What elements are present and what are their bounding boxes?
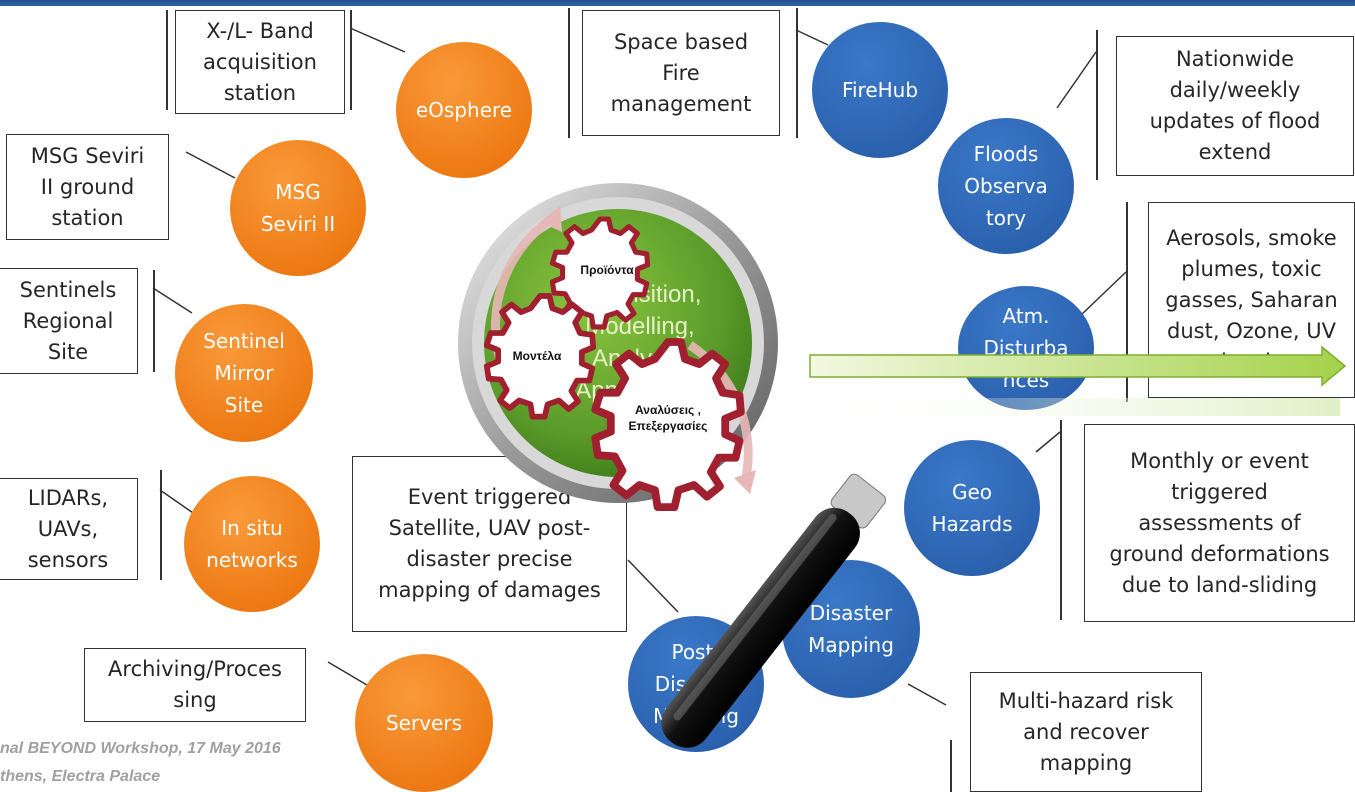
- nationwide-box: Nationwide daily/weekly updates of flood…: [1116, 36, 1354, 176]
- connector-monthly: [1035, 431, 1061, 453]
- bracket-lidars: [160, 470, 162, 580]
- gear-analyses-label-1: Αναλύσεις ,: [635, 403, 701, 417]
- event-triggered-box: Event triggered Satellite, UAV post- dis…: [352, 456, 627, 632]
- xl-band-box: X-/L- Band acquisition station: [175, 10, 345, 114]
- bracket-multi: [950, 740, 952, 792]
- sentinel-mirror-circle: Sentinel Mirror Site: [175, 304, 313, 442]
- bracket-nationwide: [1096, 30, 1098, 180]
- gear-models-label: Μοντέλα: [513, 349, 562, 363]
- bracket-sentinels: [153, 270, 155, 372]
- archiving-box: Archiving/Proces sing: [84, 648, 306, 722]
- in-situ-circle: In situ networks: [184, 476, 320, 612]
- msg-seviri-ii-circle: MSG Seviri II: [230, 140, 366, 276]
- connector-event: [627, 559, 679, 613]
- geo-circle: Geo Hazards: [904, 440, 1040, 576]
- connector-lidars: [159, 489, 197, 516]
- top-title-bar: [0, 0, 1355, 6]
- bracket-left-1: [166, 10, 168, 110]
- msg-seviri-box: MSG Seviri II ground station: [6, 134, 169, 240]
- connector-multi-hazard: [907, 683, 947, 706]
- connector-nationwide: [1056, 51, 1097, 109]
- footer-line-2: thens, Electra Palace: [0, 768, 161, 785]
- servers-circle: Servers: [355, 654, 493, 792]
- space-fire-box: Space based Fire management: [582, 10, 780, 136]
- monthly-box: Monthly or event triggered assessments o…: [1084, 424, 1355, 622]
- floods-circle: Floods Observa tory: [938, 118, 1074, 254]
- sentinels-box: Sentinels Regional Site: [0, 268, 138, 374]
- lidars-box: LIDARs, UAVs, sensors: [0, 478, 138, 580]
- multi-hazard-box: Multi-hazard risk and recover mapping: [970, 672, 1202, 792]
- connector-sentinels: [152, 287, 193, 314]
- firehub-circle: FireHub: [812, 22, 948, 158]
- eosphere-circle: eOsphere: [396, 42, 532, 178]
- connector-archiving: [327, 661, 373, 689]
- bracket-monthly: [1060, 420, 1062, 620]
- gear-products-label: Προϊόντα: [580, 263, 634, 277]
- connector-xl-band: [349, 27, 406, 53]
- connector-space-fire: [795, 29, 829, 46]
- bracket-fire-1: [568, 8, 570, 138]
- bracket-fire-2: [796, 8, 798, 138]
- connector-msg-seviri: [185, 151, 236, 179]
- connector-aerosols: [1079, 271, 1127, 317]
- bracket-left-2: [350, 10, 352, 110]
- gear-analyses-label-2: Επεξεργασίες: [629, 419, 708, 433]
- bracket-aerosols: [1126, 202, 1128, 402]
- footer-line-1: nal BEYOND Workshop, 17 May 2016: [0, 740, 281, 757]
